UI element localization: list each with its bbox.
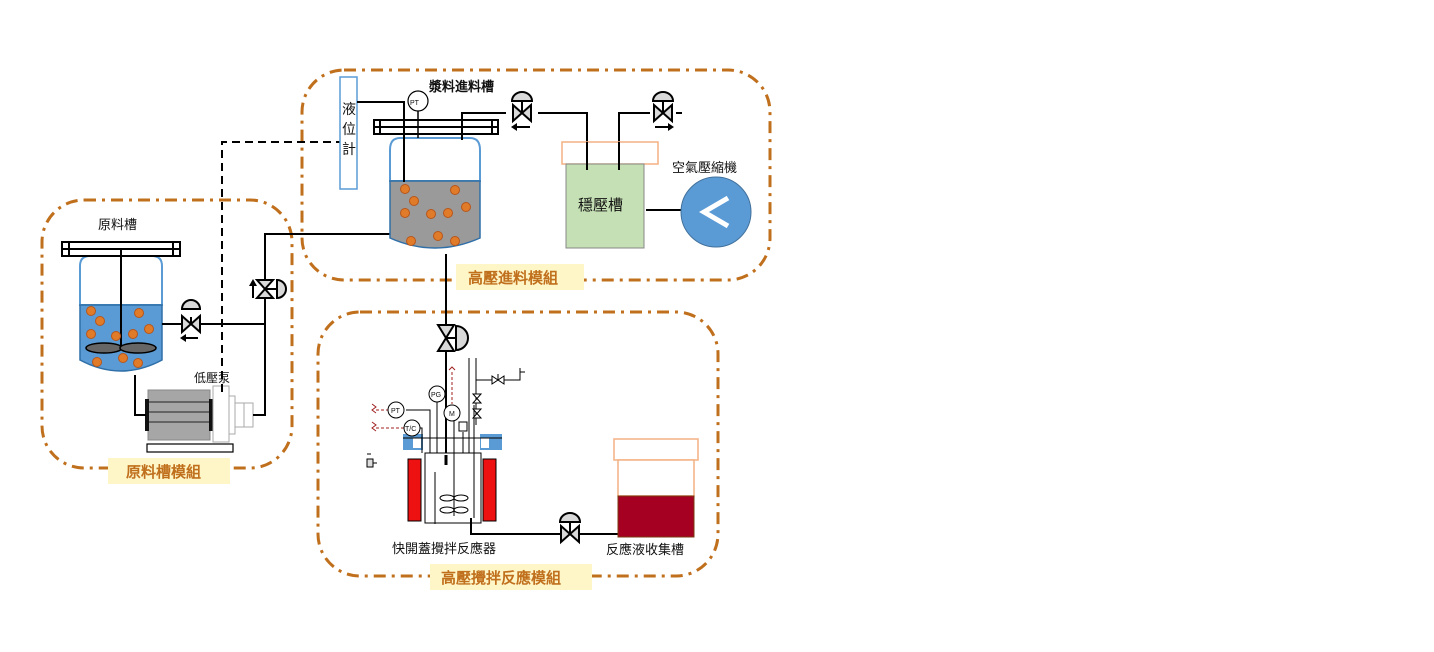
svg-text:PT: PT [410,100,420,107]
pressure-gauge: PG [428,385,446,403]
pump-label: 低壓泵 [194,371,230,385]
reactor-module-label-bg [430,564,592,590]
return-valve[interactable] [180,299,202,342]
reactor-label: 快開蓋攪拌反應器 [392,541,496,557]
level-gauge-char: 位 [342,122,356,138]
pressure-transmitter-feed: PT [407,90,429,138]
air-compressor-label: 空氣壓縮機 [672,160,737,176]
collection-tank [613,438,699,538]
riser-valve[interactable] [249,278,287,300]
level-signal-line [221,141,340,392]
reactor-instruments [406,358,525,453]
motor: M [443,404,461,422]
feed-module-border [300,68,772,282]
feed-inlet-valve[interactable] [510,91,534,131]
product-valve[interactable] [558,512,582,543]
raw-tank [61,241,181,372]
vent-valve[interactable] [651,91,675,131]
slurry-tank-label: 漿料進料槽 [428,79,494,95]
raw-module-label: 原料槽模組 [126,463,201,481]
raw-module-label-bg [108,458,230,484]
reactor-feed-valve[interactable] [436,324,469,352]
surge-tank-label: 穩壓槽 [578,196,623,214]
level-gauge-label: 液位計 [342,102,356,158]
svg-text:液位計: 液位計 [342,102,356,158]
side-fitting-icon [366,453,377,468]
raw-tank-label: 原料槽 [98,218,137,233]
feed-module-label-bg [456,264,584,290]
vent-needle-valve[interactable] [491,374,505,385]
level-gauge [339,76,358,190]
raw-module-border [40,198,294,470]
svg-text:M: M [449,411,455,418]
feed-module-label: 高壓進料模組 [468,269,558,287]
slurry-feed-tank [373,119,499,249]
raw-piping [134,233,390,416]
level-gauge-char: 液 [342,102,356,118]
relief-valve[interactable] [471,393,483,419]
pressure-transmitter-reactor: PT [387,401,405,419]
svg-text:T/C: T/C [405,426,416,433]
rupture-disc-icon [458,421,468,432]
surge-tank [561,141,659,249]
level-gauge-char: 計 [342,142,356,158]
svg-text:PG: PG [431,392,441,399]
svg-text:PT: PT [391,408,401,415]
reactor [403,405,502,524]
air-compressor [680,176,752,248]
reactor-module-label: 高壓攪拌反應模組 [441,569,561,587]
collection-tank-label: 反應液收集槽 [606,542,684,558]
low-pressure-pump [145,385,254,453]
thermocouple: T/C [403,419,421,437]
